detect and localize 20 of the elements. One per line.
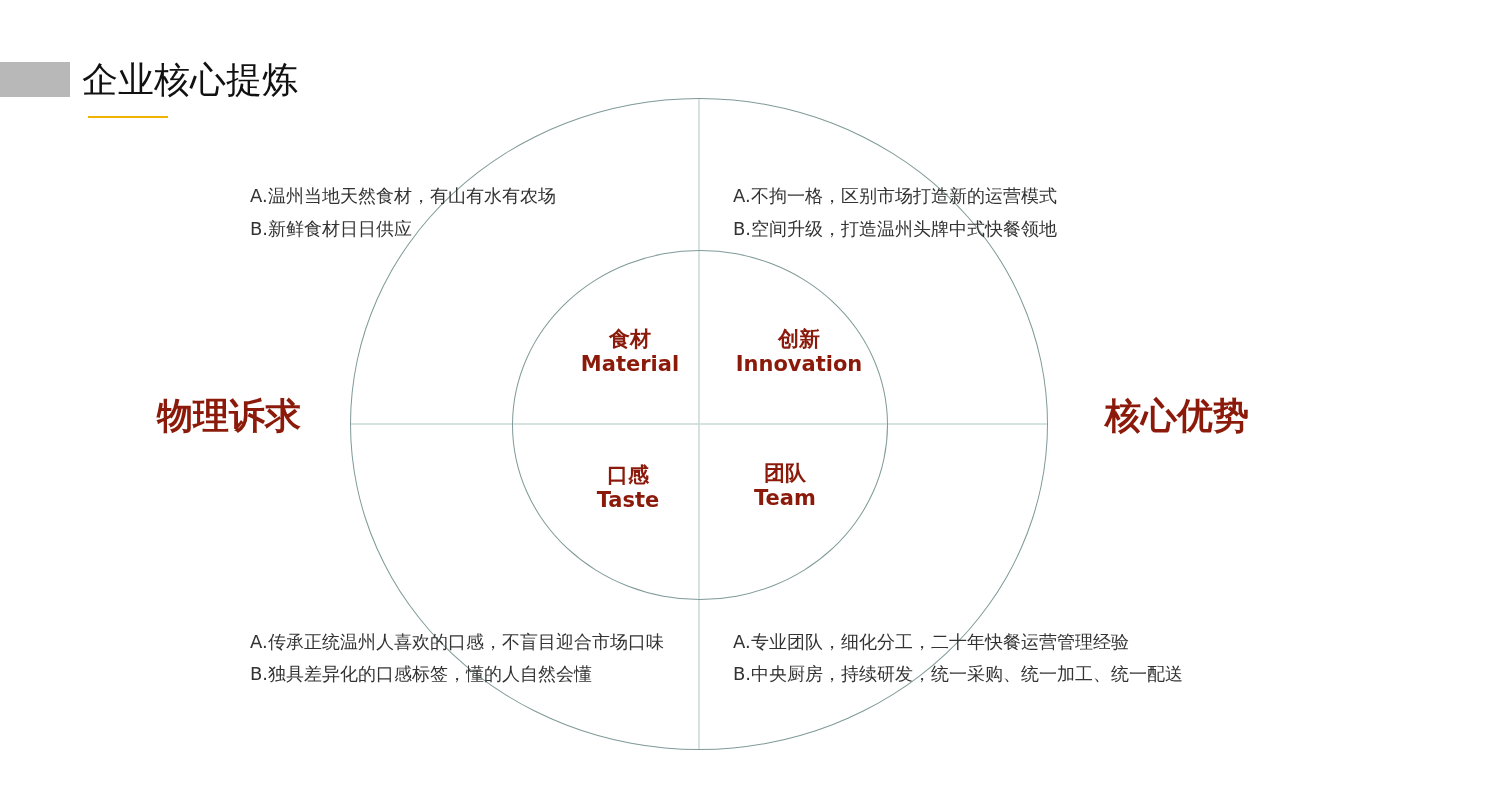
side-heading: 物理诉求 xyxy=(157,394,301,438)
note-text: B.中央厨房，持续研发，统一采购、统一加工、统一配送 xyxy=(733,662,1184,686)
note-text: B.空间升级，打造温州头牌中式快餐领地 xyxy=(733,217,1058,241)
note-text: A.不拘一格，区别市场打造新的运营模式 xyxy=(733,184,1057,208)
note-text: B.独具差异化的口感标签，懂的人自然会懂 xyxy=(250,662,593,686)
category-heading: 食材 xyxy=(608,327,652,352)
side-heading: 核心优势 xyxy=(1105,394,1249,438)
note-text: A.温州当地天然食材，有山有水有农场 xyxy=(250,184,556,208)
inner-circle xyxy=(512,250,888,600)
note-text: A.传承正统温州人喜欢的口感，不盲目迎合市场口味 xyxy=(250,630,664,654)
note-text: B.新鲜食材日日供应 xyxy=(250,217,413,241)
category-subheading: Innovation xyxy=(734,352,864,377)
category-heading: 创新 xyxy=(776,327,821,352)
category-heading: 团队 xyxy=(763,461,807,486)
category-heading: 口感 xyxy=(606,463,650,488)
note-text: A.专业团队，细化分工，二十年快餐运营管理经验 xyxy=(733,630,1129,654)
category-subheading: Team xyxy=(753,486,817,511)
category-subheading: Material xyxy=(579,352,681,377)
category-subheading: Taste xyxy=(595,488,661,513)
page-title: 企业核心提炼 xyxy=(82,58,298,102)
